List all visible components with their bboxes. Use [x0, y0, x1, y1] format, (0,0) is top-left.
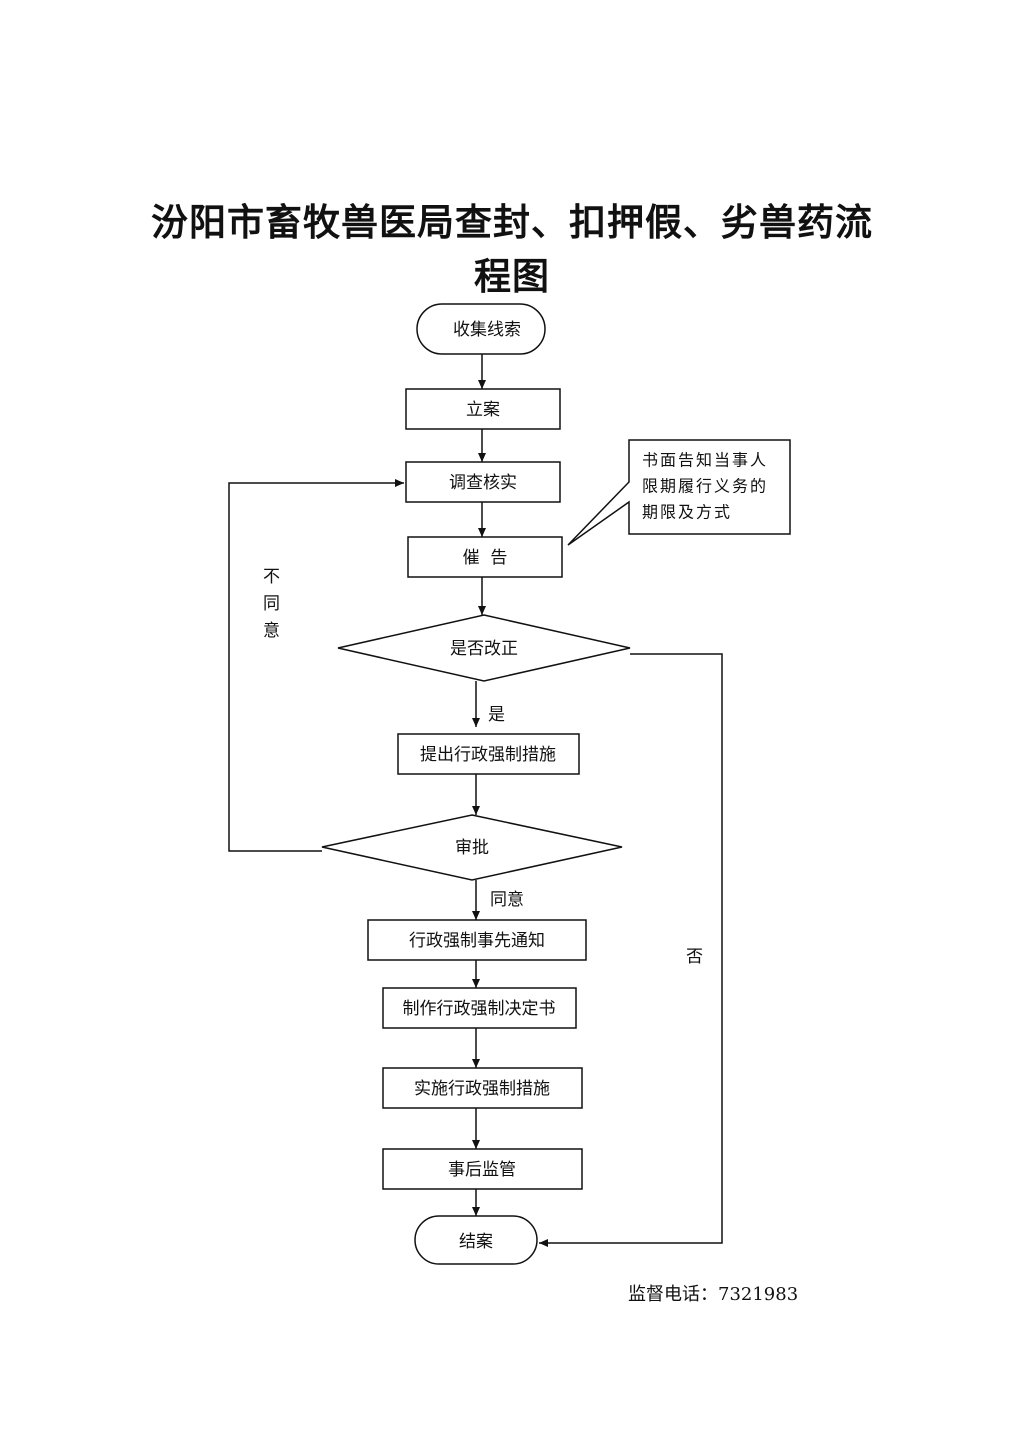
approve-diamond: [321, 814, 623, 881]
note-callout: [567, 439, 791, 546]
title-line-2: 程图: [474, 255, 550, 298]
disagree-label-3: 意: [263, 621, 280, 641]
approve-label: 审批: [455, 838, 489, 858]
propose-label: 提出行政强制措施: [420, 745, 556, 765]
implement-box: [382, 1067, 583, 1109]
note-line-1: 书面告知当事人: [642, 451, 768, 470]
investigate-box: [405, 461, 561, 503]
title-line-1: 汾阳市畜牧兽医局查封、扣押假、劣兽药流: [151, 201, 873, 244]
no-label: 否: [686, 947, 703, 967]
arrow-disagree-loop: [228, 479, 404, 852]
propose-box: [397, 733, 580, 775]
implement-label: 实施行政强制措施: [414, 1079, 550, 1099]
urge-label: 催 告: [463, 548, 508, 568]
disagree-label-1: 不: [263, 567, 280, 587]
arrow-no-path: [539, 653, 723, 1247]
supervision-phone: 监督电话：7321983: [628, 1284, 799, 1305]
agree-label: 同意: [490, 890, 524, 910]
corrected-label: 是否改正: [450, 639, 518, 659]
register-label: 立案: [466, 400, 500, 420]
supervise-label: 事后监管: [448, 1160, 516, 1180]
start-label: 收集线索: [453, 320, 521, 340]
decision-box: [382, 987, 577, 1029]
yes-label: 是: [488, 705, 505, 725]
end-label: 结案: [459, 1232, 493, 1252]
urge-box: [407, 536, 563, 578]
investigate-label: 调查核实: [449, 473, 517, 493]
disagree-label-2: 同: [263, 594, 280, 614]
corrected-diamond: [337, 614, 631, 682]
notice-box: [367, 919, 587, 961]
note-line-2: 限期履行义务的: [642, 477, 768, 496]
register-box: [405, 388, 561, 430]
start-terminal: [416, 303, 546, 355]
note-line-3: 期限及方式: [642, 503, 732, 522]
decision-label: 制作行政强制决定书: [403, 999, 556, 1019]
notice-label: 行政强制事先通知: [409, 931, 545, 951]
supervise-box: [382, 1148, 583, 1190]
